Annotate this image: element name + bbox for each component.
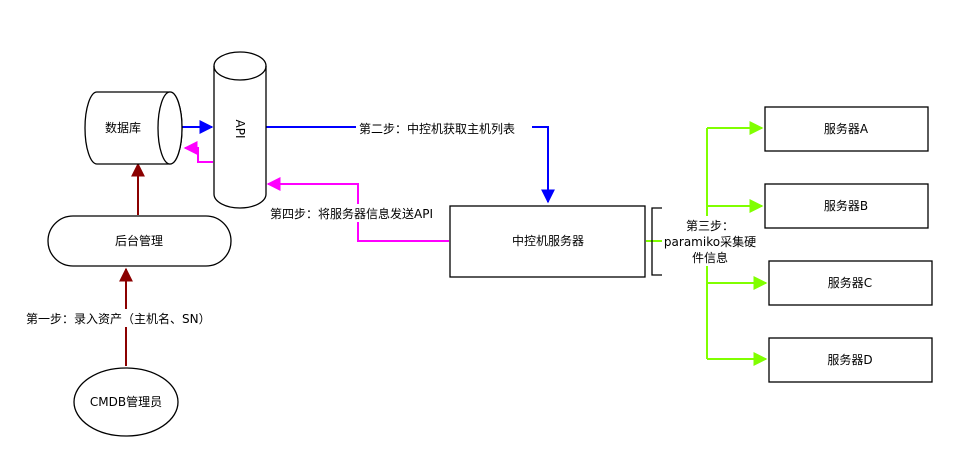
- control-server-label: 中控机服务器: [512, 233, 584, 248]
- server-a-label: 服务器A: [824, 121, 869, 136]
- database-node: 数据库: [84, 91, 183, 165]
- admin-label: 后台管理: [115, 233, 163, 248]
- step3-label-line2: paramiko采集硬: [664, 234, 756, 249]
- step1-label: 第一步：录入资产（主机名、SN）: [26, 311, 211, 326]
- api-node: API: [213, 51, 267, 209]
- server-a-node: 服务器A: [764, 106, 929, 152]
- cmdb-admin-label: CMDB管理员: [90, 394, 162, 409]
- step4-label: 第四步：将服务器信息发送API: [270, 206, 433, 221]
- server-c-label: 服务器C: [828, 275, 872, 290]
- cmdb-admin-node: CMDB管理员: [73, 367, 179, 437]
- step3-annotation-bracket: [651, 207, 662, 276]
- server-d-node: 服务器D: [768, 337, 933, 383]
- api-label: API: [233, 120, 247, 139]
- step2-label: 第二步：中控机获取主机列表: [359, 121, 515, 136]
- server-b-node: 服务器B: [764, 183, 929, 229]
- control-server-node: 中控机服务器: [449, 205, 646, 278]
- step3-label-line3: 件信息: [692, 250, 728, 265]
- edge-api-to-database: [183, 141, 213, 163]
- server-c-node: 服务器C: [768, 260, 933, 306]
- database-label: 数据库: [105, 120, 141, 135]
- step3-label-line1: 第三步：: [686, 219, 734, 233]
- edge-api-to-control: [266, 126, 555, 204]
- server-b-label: 服务器B: [824, 198, 868, 213]
- server-d-label: 服务器D: [827, 352, 872, 367]
- admin-node: 后台管理: [47, 215, 232, 267]
